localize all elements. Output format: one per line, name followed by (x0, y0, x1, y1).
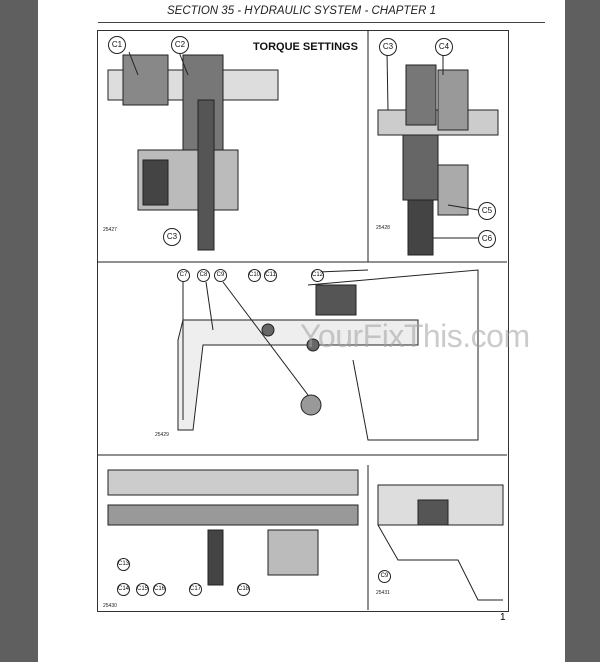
callout: C13 (117, 558, 130, 571)
technical-drawings (97, 30, 507, 610)
callout: C2 (171, 36, 189, 54)
callout: C3 (163, 228, 181, 246)
callout: C7 (177, 269, 190, 282)
callout: C5 (478, 202, 496, 220)
document-page: SECTION 35 - HYDRAULIC SYSTEM - CHAPTER … (38, 0, 565, 662)
callout: C14 (117, 583, 130, 596)
callout: C4 (435, 38, 453, 56)
figure-number: 25430 (103, 603, 117, 609)
callout: C3 (379, 38, 397, 56)
callout: C8 (197, 269, 210, 282)
figure-number: 25428 (376, 225, 390, 231)
callout: C6 (478, 230, 496, 248)
figure-title: TORQUE SETTINGS (253, 41, 358, 53)
callout: C9 (214, 269, 227, 282)
watermark: YourFixThis.com (300, 318, 530, 354)
page-number: 1 (500, 612, 506, 623)
figure-number: 25431 (376, 590, 390, 596)
figure-frame (97, 30, 509, 612)
callout: C17 (189, 583, 202, 596)
callout: C18 (237, 583, 250, 596)
callout: C10 (248, 269, 261, 282)
callout: C16 (153, 583, 166, 596)
callout: C12 (311, 269, 324, 282)
callout: C9 (378, 570, 391, 583)
figure-number: 25429 (155, 432, 169, 438)
section-header: SECTION 35 - HYDRAULIC SYSTEM - CHAPTER … (166, 5, 437, 17)
header-rule (98, 22, 545, 23)
figure-number: 25427 (103, 227, 117, 233)
callout: C11 (264, 269, 277, 282)
callout: C15 (136, 583, 149, 596)
callout: C1 (108, 36, 126, 54)
